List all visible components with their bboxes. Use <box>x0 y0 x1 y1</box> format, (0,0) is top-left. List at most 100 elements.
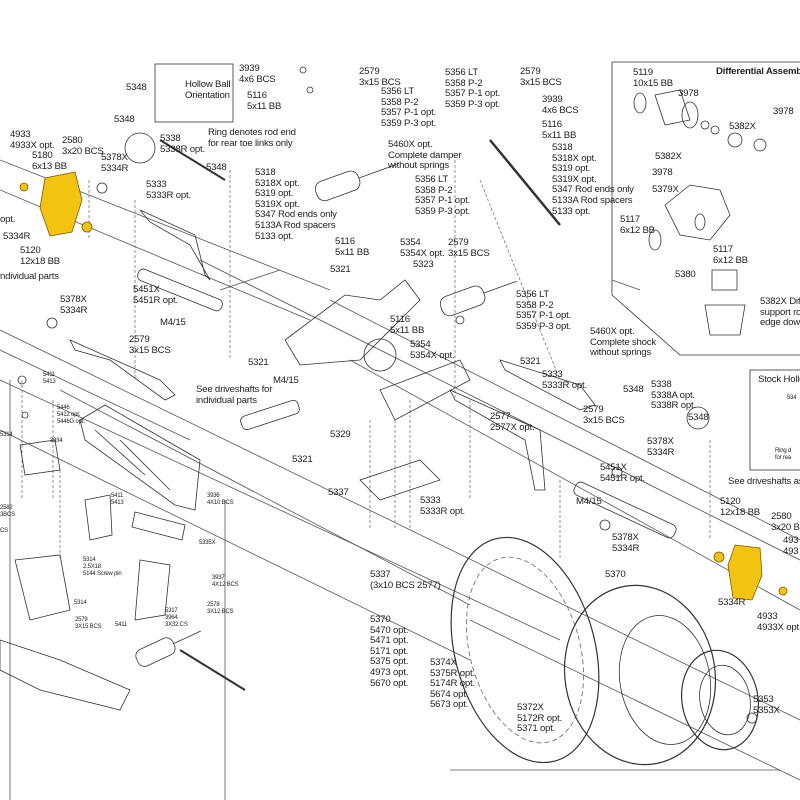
part-number-label: 2579 3x15 BCS <box>520 66 562 88</box>
part-number-label: 5333 5333R opt. <box>146 179 191 201</box>
part-number-label: 5323 <box>413 259 434 270</box>
part-number-label: 5321 <box>292 454 313 465</box>
gearbox-housing <box>284 279 421 366</box>
part-number-label: 2580 3x20 B <box>771 511 800 533</box>
part-number-label: 5321 <box>248 357 269 368</box>
body-mount <box>14 554 71 621</box>
part-number-label: See driveshafts ass <box>728 476 800 487</box>
toe-link <box>489 139 561 226</box>
part-number-label: 5411 <box>115 622 128 628</box>
chassis-rear <box>379 359 471 421</box>
part-number-label: 5314 <box>74 600 87 606</box>
part-number-label: 5329 <box>330 429 351 440</box>
part-number-label: 5117 6x12 BB <box>713 244 748 266</box>
part-number-label: 2579 3x15 BCS <box>583 404 625 426</box>
shock-tower <box>134 559 171 621</box>
part-number-label: 5451X 5451R opt. <box>133 284 178 306</box>
part-number-label: 493 493 <box>783 535 799 557</box>
driveshaft-left <box>137 268 223 312</box>
part-number-label: 2579 3x15 BCS <box>448 237 490 259</box>
part-number-label: 5382X Diff support rou edge down <box>760 296 800 329</box>
part-number-label: 5378X 5334R <box>101 152 129 174</box>
part-number-label: 5334R <box>718 597 746 608</box>
suspension-arm-lower-left <box>69 339 176 401</box>
part-number-label: 2579 3x15 BCS <box>129 334 171 356</box>
part-number-label: 2580 3x20 BCS <box>62 135 104 157</box>
part-number-label: 5379X <box>652 184 679 195</box>
part-number-label: 5382X <box>655 151 682 162</box>
part-number-label: 5460X opt. Complete shock without spring… <box>590 326 656 359</box>
part-number-label: 5314 <box>0 432 13 438</box>
part-number-label: 5348 <box>126 82 147 93</box>
part-number-label: 5382X <box>729 121 756 132</box>
chassis-arm <box>0 639 131 711</box>
hollow-ball-inset <box>154 63 234 123</box>
part-number-label: 5120 12x18 BB <box>720 496 761 518</box>
part-number-label: 5321 <box>330 264 351 275</box>
part-number-label: 5119 10x15 BB <box>633 67 674 89</box>
part-number-label: 5411 5413 <box>43 372 56 385</box>
part-number-label: Hollow Ball Orientation <box>185 79 231 101</box>
part-number-label: 5374X 5375R opt. 5174R opt. 5674 opt. 56… <box>430 657 475 711</box>
skid-plate <box>359 459 441 501</box>
part-number-label: 5116 5x11 BB <box>542 119 577 141</box>
inset-title: Differential Assembly <box>716 66 800 77</box>
part-number-label: 5116 5x11 BB <box>247 90 282 112</box>
part-number-label: 5370 5470 opt. 5471 opt. 5171 opt. 5375 … <box>370 614 409 689</box>
rear-hub-carrier-right <box>713 544 788 601</box>
part-number-label: 534 <box>787 395 797 401</box>
part-number-label: 3939 4x6 BCS <box>239 63 276 85</box>
part-number-label: 2578 3X12 BCS <box>207 602 234 615</box>
part-number-label: 5120 12x18 BB <box>20 245 61 267</box>
hollow-ball-callout-right <box>686 406 710 430</box>
wing-plate <box>131 511 186 541</box>
shock-left <box>314 164 397 202</box>
shock-center <box>439 280 517 317</box>
differential-housing <box>363 338 397 372</box>
part-number-label: 5337 <box>328 487 349 498</box>
part-number-label: 5372X 5172R opt. 5371 opt. <box>517 702 562 735</box>
part-number-label: 5318 5318X opt. 5319 opt. 5319X opt. 534… <box>552 142 634 217</box>
part-number-label: 5356 LT 5358 P-2 5357 P-1 opt. 5359 P-3 … <box>445 67 501 110</box>
part-number-label: 5380 <box>675 269 696 280</box>
part-number-label: 2579 3x15 BCS <box>359 66 401 88</box>
rear-wing <box>79 404 201 511</box>
part-number-label: 5353 5353X <box>753 694 780 716</box>
part-number-label: 5338 5338R opt. <box>160 133 205 155</box>
part-number-label: 5180 6x13 BB <box>32 150 67 172</box>
part-number-label: 3978 <box>773 106 794 117</box>
part-number-label: 3936 4X10 BCS <box>207 493 234 506</box>
part-number-label: 3978 <box>678 88 699 99</box>
part-number-label: 5446 5412 opt. 5446G opt. <box>57 405 85 425</box>
part-number-label: 4933 4933X opt. <box>757 611 800 633</box>
part-number-label: 5348 <box>688 412 709 423</box>
wing-mount <box>19 439 61 476</box>
assembly-lines <box>0 159 800 800</box>
part-number-label: 5451X 5451R opt. <box>600 462 645 484</box>
hollow-ball-callout <box>124 132 156 164</box>
part-number-label: 5318 5318X opt. 5319 opt. 5319X opt. 534… <box>255 167 337 242</box>
part-number-label: 2579 3X15 BCS <box>75 617 102 630</box>
part-number-label: 5378X 5334R <box>612 532 640 554</box>
tire-knobby <box>450 536 600 764</box>
part-number-label: 5348 <box>206 162 227 173</box>
part-number-label: 5333 5333R opt. <box>542 369 587 391</box>
part-number-label: M4/15 <box>273 375 299 386</box>
suspension-arm-upper-left <box>139 209 211 281</box>
part-number-label: 5335X <box>199 540 216 546</box>
part-number-label: opt. <box>0 214 16 225</box>
part-number-label: 5356 LT 5358 P-2 5357 P-1 opt. 5359 P-3 … <box>516 289 572 332</box>
wheel-rim <box>680 649 760 751</box>
part-number-label: 5356 LT 5358 P-2 5357 P-1 opt. 5359 P-3 … <box>415 174 471 217</box>
part-number-label: 5411 5413 <box>111 493 124 506</box>
part-number-label: 5117 6x12 BB <box>620 214 655 236</box>
part-number-label: 5314 2.5X18 5144 Screw pin <box>83 557 122 577</box>
part-number-label: 5333 5333R opt. <box>420 495 465 517</box>
part-number-label: 3978 <box>652 167 673 178</box>
part-number-label: CS <box>0 528 8 534</box>
part-number-label: 5116 5x11 BB <box>390 314 425 336</box>
suspension-arm-upper-right <box>499 359 596 411</box>
driveshaft-center <box>240 399 300 431</box>
